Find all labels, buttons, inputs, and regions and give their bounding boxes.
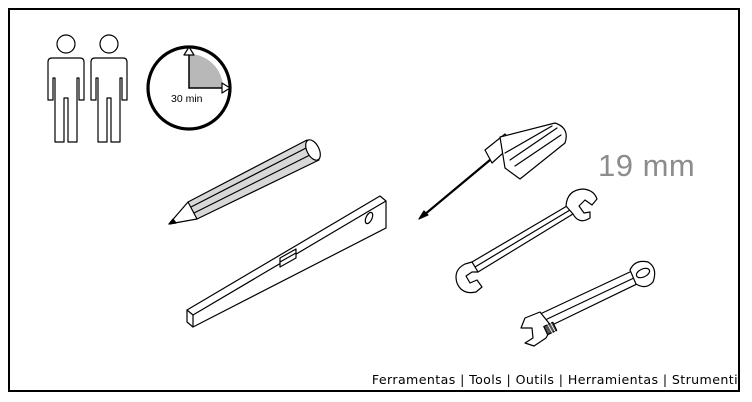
tools-caption: Ferramentas | Tools | Outils | Herramien… xyxy=(371,372,738,387)
phillips-screwdriver-icon xyxy=(418,122,567,220)
time-label: 30 min xyxy=(171,93,203,105)
wrench-size-label: 19 mm xyxy=(598,148,696,183)
two-persons-icon xyxy=(47,34,128,143)
pencil-icon xyxy=(168,139,321,225)
person-icon xyxy=(47,34,85,143)
open-end-wrench-icon xyxy=(455,188,598,294)
adjustable-wrench-icon xyxy=(520,260,656,347)
clock-icon xyxy=(146,45,232,131)
spirit-level-icon xyxy=(186,195,387,328)
person-icon xyxy=(90,34,128,143)
